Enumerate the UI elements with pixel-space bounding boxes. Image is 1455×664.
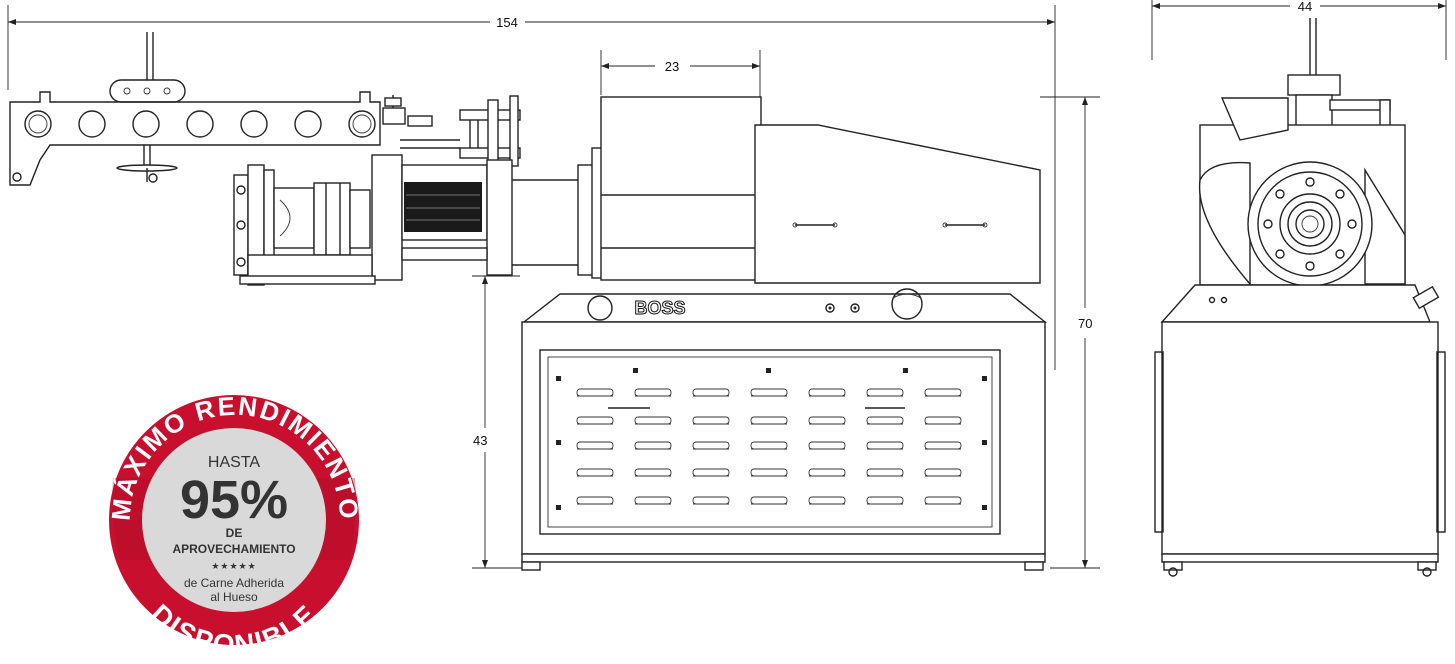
bracket-arm [9,32,433,186]
performance-badge: MÁXIMO RENDIMIENTO DISPONIBLE HASTA 95% … [105,391,362,661]
badge-aprovechamiento: APROVECHAMIENTO [172,542,295,556]
dimension-lines: 154 23 70 43 44 [7,0,1447,569]
motor-assembly [233,95,595,286]
badge-percent: 95% [180,470,288,530]
front-view [1154,18,1446,577]
badge-hasta: HASTA [208,454,260,471]
dim-length-label: 154 [496,15,518,30]
dim-hopper-label: 23 [665,59,679,74]
vent-slots [576,388,962,505]
dim-height-label: 70 [1078,316,1092,331]
machine-body: BOSS [521,96,1047,571]
badge-line2: al Hueso [210,590,258,604]
badge-line1: de Carne Adherida [184,576,284,590]
dim-width-label: 44 [1298,0,1312,14]
badge-stars: ★★★★★ [211,561,256,571]
dim-table-label: 43 [473,433,487,448]
badge-de: DE [226,526,243,540]
badge-center [142,428,326,612]
brand-logo: BOSS [634,298,685,318]
